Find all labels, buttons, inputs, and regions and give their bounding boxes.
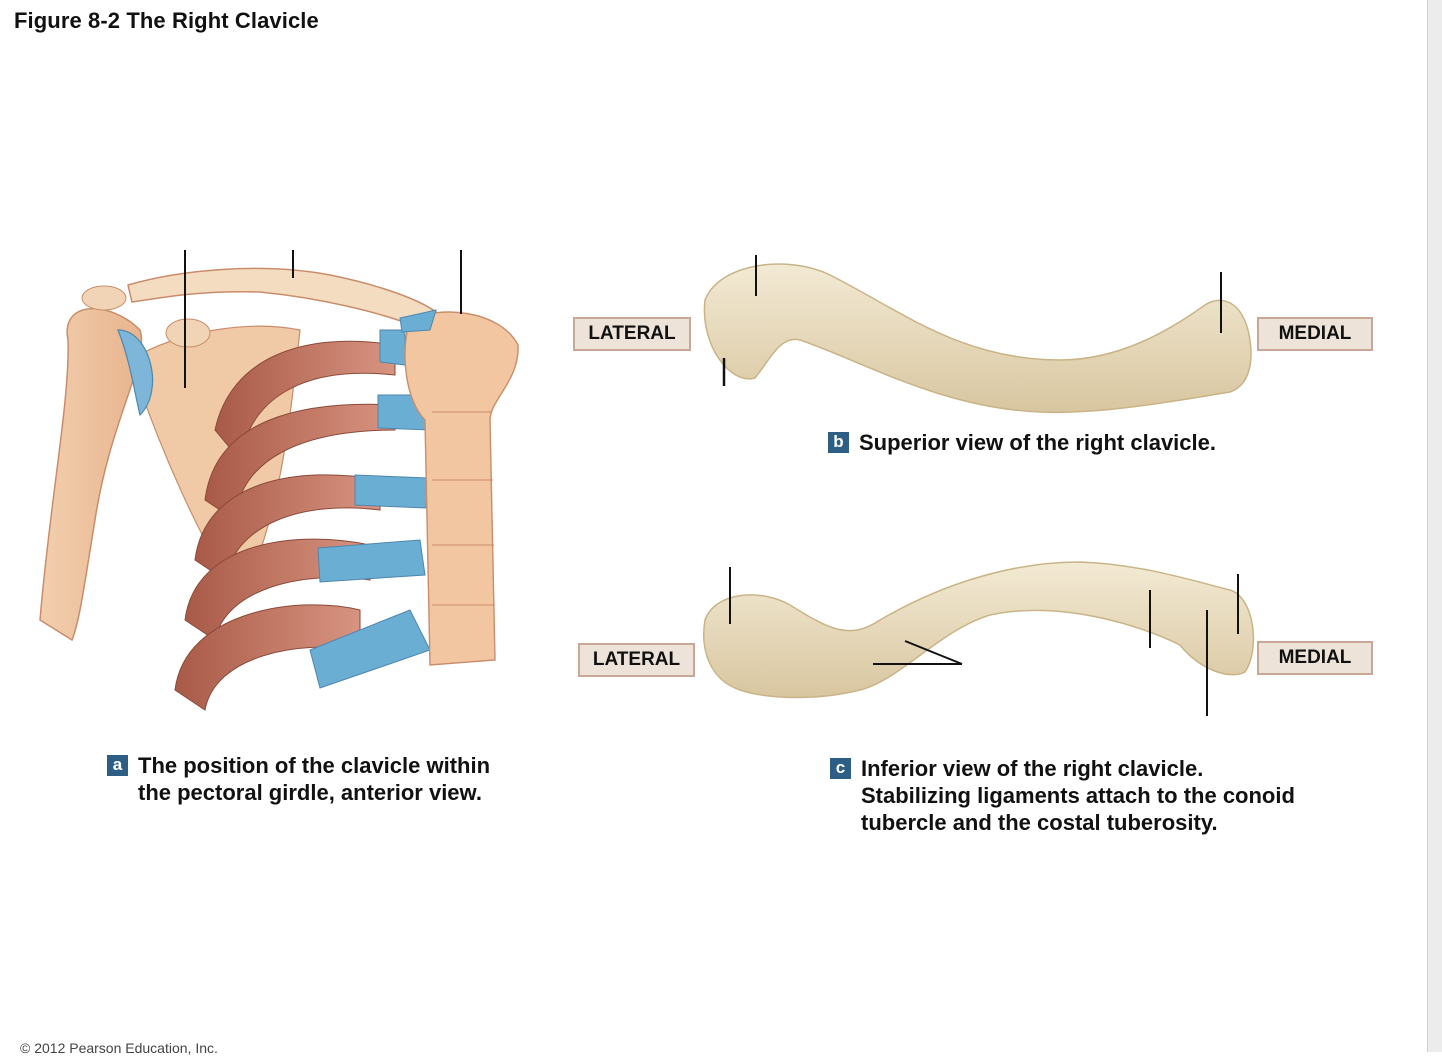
copyright-text: © 2012 Pearson Education, Inc. <box>20 1040 218 1056</box>
vertical-scrollbar[interactable] <box>1427 0 1442 1052</box>
figure-title: Figure 8-2 The Right Clavicle <box>14 8 319 33</box>
lateral-label-superior: LATERAL <box>573 317 691 351</box>
medial-label-superior: MEDIAL <box>1257 317 1373 351</box>
caption-c-line1: Inferior view of the right clavicle. <box>861 756 1204 781</box>
lateral-label-inferior: LATERAL <box>578 643 695 677</box>
medial-label-inferior: MEDIAL <box>1257 641 1373 675</box>
panel-badge-b: b <box>828 432 849 453</box>
caption-c: c Inferior view of the right clavicle. S… <box>830 755 1295 836</box>
clavicle-inferior-view <box>703 561 1255 716</box>
caption-b-text: Superior view of the right clavicle. <box>859 430 1216 455</box>
caption-a-line2: the pectoral girdle, anterior view. <box>138 780 482 805</box>
caption-b: b Superior view of the right clavicle. <box>828 429 1216 456</box>
panel-badge-c: c <box>830 758 851 779</box>
panel-badge-a: a <box>107 755 128 776</box>
caption-a-line1: The position of the clavicle within <box>138 753 491 778</box>
pectoral-girdle-illustration <box>39 250 519 711</box>
caption-a: a The position of the clavicle within th… <box>107 752 490 806</box>
clavicle-superior-view <box>703 255 1252 414</box>
caption-c-line3: tubercle and the costal tuberosity. <box>861 810 1218 835</box>
caption-c-line2: Stabilizing ligaments attach to the cono… <box>861 783 1295 808</box>
